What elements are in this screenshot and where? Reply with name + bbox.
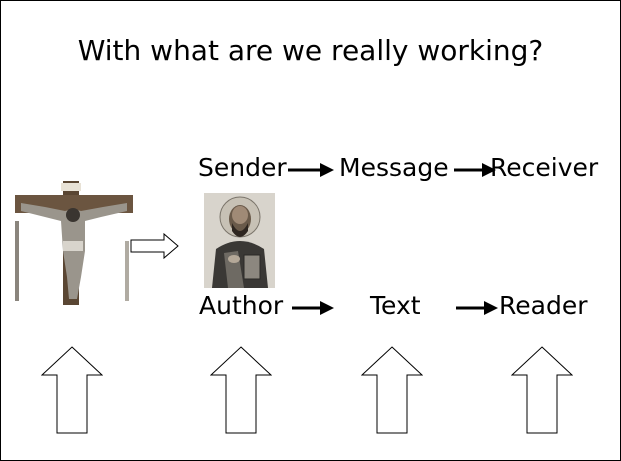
hollow-arrow-up-icon (511, 346, 573, 434)
hollow-arrow-right-icon (130, 232, 179, 260)
crucifix-image (15, 181, 133, 305)
reader-label: Reader (499, 291, 588, 320)
receiver-label: Receiver (490, 153, 599, 182)
author-label: Author (199, 291, 284, 320)
sender-label: Sender (198, 153, 287, 182)
arrow-right-icon (456, 301, 498, 315)
arrow-right-icon (454, 163, 496, 177)
message-label: Message (339, 153, 449, 182)
text-label: Text (370, 291, 421, 320)
hollow-arrow-up-icon (41, 346, 103, 434)
arrow-right-icon (288, 163, 334, 177)
hollow-arrow-up-icon (361, 346, 423, 434)
arrow-right-icon (292, 301, 334, 315)
slide-title: With what are we really working? (77, 34, 544, 67)
hollow-arrow-up-icon (210, 346, 272, 434)
saint-icon-image (204, 193, 275, 288)
